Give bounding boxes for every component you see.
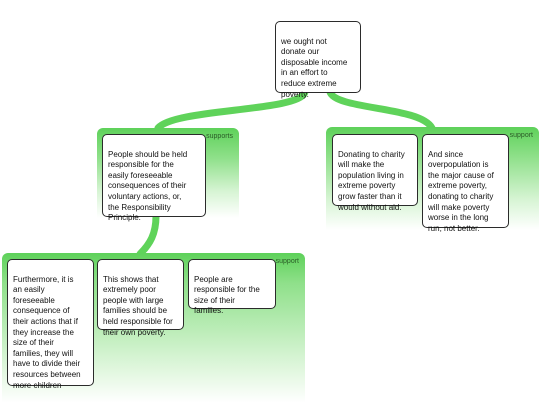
population-growth-text: Donating to charity will make the popula… <box>338 149 405 212</box>
group-label-support-right: support <box>509 132 533 139</box>
group-label-support-bottom: support <box>275 258 299 265</box>
connector-left-to-bottom-group <box>136 212 160 258</box>
family-size-card[interactable]: People are responsible for the size of t… <box>188 259 276 315</box>
responsibility-principle-card[interactable]: People should be held responsible for th… <box>102 134 206 222</box>
foreseeable-consequence-text: Furthermore, it is an easily foreseeable… <box>13 274 81 390</box>
foreseeable-consequence-card[interactable]: Furthermore, it is an easily foreseeable… <box>7 259 94 390</box>
overpopulation-text: And since overpopulation is the major ca… <box>428 149 494 233</box>
connector-root-to-left-group <box>154 88 309 132</box>
root-claim-text: we ought not donate our disposable incom… <box>281 36 348 99</box>
population-growth-card[interactable]: Donating to charity will make the popula… <box>332 134 418 212</box>
family-size-text: People are responsible for the size of t… <box>194 274 260 316</box>
root-claim-card[interactable]: we ought not donate our disposable incom… <box>275 21 361 99</box>
own-poverty-card[interactable]: This shows that extremely poor people wi… <box>97 259 184 337</box>
connector-root-to-right-group <box>326 88 436 132</box>
overpopulation-card[interactable]: And since overpopulation is the major ca… <box>422 134 509 233</box>
own-poverty-text: This shows that extremely poor people wi… <box>103 274 173 337</box>
group-label-supports: supports <box>206 133 233 140</box>
responsibility-principle-text: People should be held responsible for th… <box>108 149 188 223</box>
